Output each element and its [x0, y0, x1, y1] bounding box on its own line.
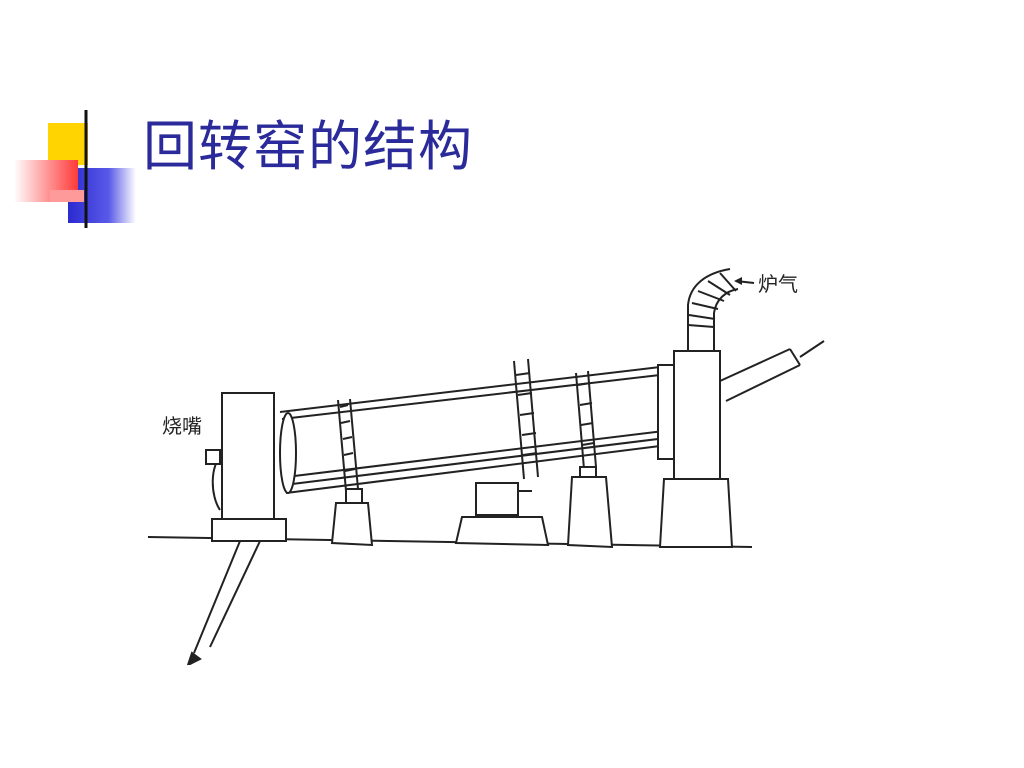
burner-housing	[221, 392, 275, 522]
kiln-shell-inlet	[279, 412, 297, 494]
label-furnace-gas: 炉气	[758, 272, 798, 296]
feed-end-base	[658, 478, 734, 548]
support-pier-1	[330, 488, 374, 547]
deco-yellow-square	[48, 123, 88, 165]
burner-base	[211, 518, 287, 542]
rotary-kiln-diagram: 烧嘴 炉气	[140, 255, 830, 665]
tyre-ring-2	[513, 358, 539, 480]
label-burner: 烧嘴	[162, 414, 202, 438]
drive-unit	[454, 482, 550, 547]
tyre-ring-1	[337, 398, 359, 492]
feed-chute	[719, 340, 825, 402]
tyre-ring-3	[575, 370, 597, 470]
kiln-shell-bottom	[285, 444, 669, 494]
discharge-chute-right	[209, 540, 261, 648]
page-title: 回转窑的结构	[143, 115, 473, 178]
title-decoration	[14, 110, 970, 228]
support-pier-2	[566, 466, 614, 549]
kiln-svg: 烧嘴 炉气	[147, 268, 825, 665]
exhaust-duct	[687, 268, 739, 351]
discharge-chute-left	[193, 540, 241, 654]
kiln-shell-top	[279, 366, 661, 413]
feed-end-housing	[673, 350, 721, 480]
